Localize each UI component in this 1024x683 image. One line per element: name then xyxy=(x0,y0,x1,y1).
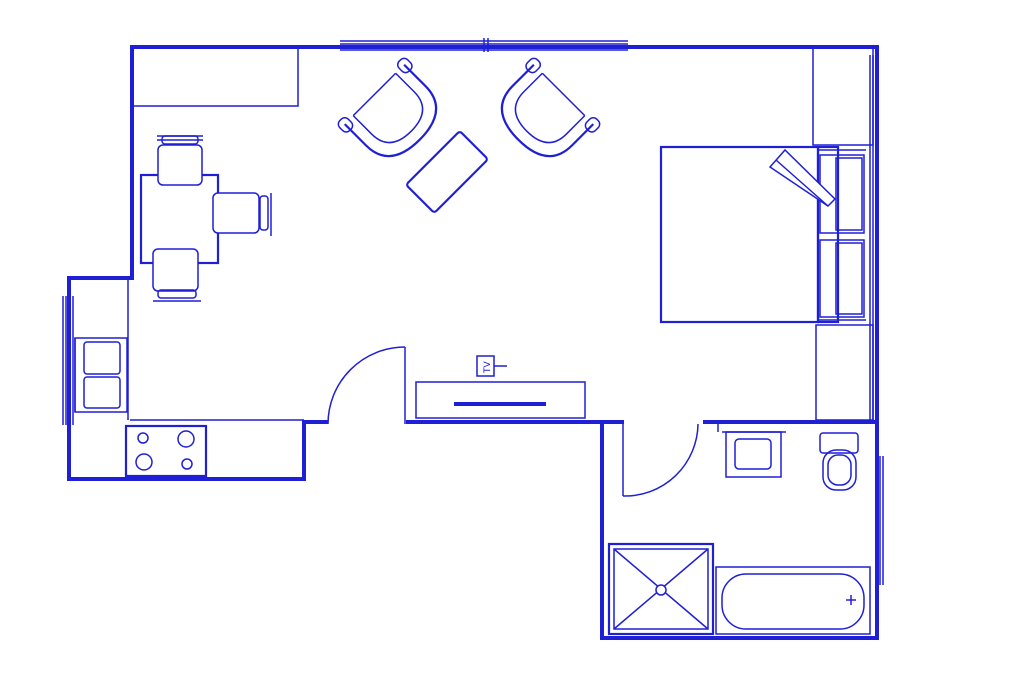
kitchen-cooktop xyxy=(124,424,208,478)
tv-console: TV xyxy=(415,355,586,419)
bathtub xyxy=(715,566,871,635)
dining-set xyxy=(139,135,272,302)
bathroom-sink xyxy=(722,431,786,478)
top-left-cabinet xyxy=(132,47,299,107)
window-bathroom xyxy=(879,456,884,585)
interior-walls xyxy=(130,419,879,432)
bed xyxy=(659,145,866,324)
coffee-table xyxy=(406,131,488,213)
dining-chair-bottom xyxy=(152,248,201,302)
tv-label: TV xyxy=(483,361,493,374)
window-top xyxy=(340,38,628,52)
shower xyxy=(607,542,715,636)
wardrobe xyxy=(812,47,874,421)
window-kitchen xyxy=(62,296,74,425)
exterior-walls xyxy=(67,45,879,640)
toilet xyxy=(819,432,859,491)
bed-pillow-bottom xyxy=(819,239,865,318)
dining-chair-right xyxy=(212,192,272,236)
armchair-right xyxy=(500,57,601,158)
dining-chair-top xyxy=(157,135,203,186)
armchair-left xyxy=(337,57,438,158)
bathroom-door xyxy=(622,423,699,497)
kitchen-sink xyxy=(74,337,128,413)
entrance-door xyxy=(327,346,406,425)
